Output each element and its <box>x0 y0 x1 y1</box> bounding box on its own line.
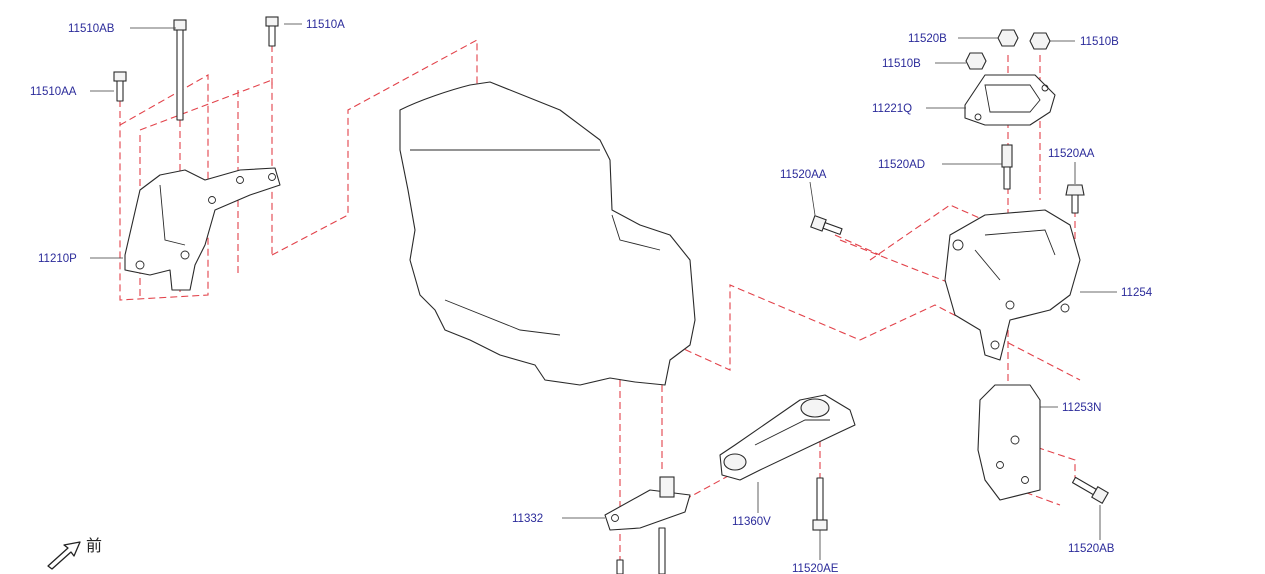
guide-right-mount <box>859 304 1081 381</box>
front-direction-indicator: 前 <box>47 536 102 570</box>
label-11210p: 11210P <box>38 253 77 265</box>
stud-11520ad <box>1001 144 1013 190</box>
front-label: 前 <box>86 536 102 555</box>
label-11520aa-left: 11520AA <box>780 169 827 181</box>
bracket-11253n <box>977 384 1041 501</box>
part-labels: 11510AB 11510A 11510AA 11210P 11520B 115… <box>30 19 1153 574</box>
insulator-11221q <box>964 74 1056 126</box>
guide-11520aa-l <box>834 234 881 256</box>
guide-engine-left <box>271 39 478 256</box>
label-11253n: 11253N <box>1062 402 1101 414</box>
bolt-11520ae <box>812 477 828 531</box>
label-11510b-left: 11510B <box>882 58 921 70</box>
label-11520aa-right: 11520AA <box>1048 148 1095 160</box>
nut-11510b-right <box>1029 32 1051 50</box>
label-11360v: 11360V <box>732 516 771 528</box>
guide-11253n <box>984 429 1076 480</box>
guide-engine-lower <box>674 284 861 371</box>
left-mount-bracket <box>124 167 281 291</box>
label-11510aa: 11510AA <box>30 86 77 98</box>
bracket-11254 <box>944 209 1081 361</box>
torque-rod-11360v <box>719 394 856 481</box>
guide-left-frame-2 <box>139 79 273 255</box>
bolt-11520ab-bottom <box>1071 476 1109 504</box>
label-11520b: 11520B <box>908 33 947 45</box>
label-11510a: 11510A <box>306 19 345 31</box>
bolt-11510ab-top <box>173 19 187 121</box>
label-11254: 11254 <box>1121 287 1153 299</box>
bracket-11332 <box>604 476 691 574</box>
nut-11510b-left <box>965 52 987 70</box>
label-11520ae: 11520AE <box>792 563 839 574</box>
engine-detail-2 <box>611 214 661 251</box>
bolt-11520aa-left <box>810 214 843 235</box>
bolt-11520aa-right <box>1065 184 1085 214</box>
label-11520ad: 11520AD <box>878 159 925 171</box>
label-11221q: 11221Q <box>872 103 912 115</box>
label-11332: 11332 <box>512 513 543 525</box>
label-11510b-right: 11510B <box>1080 36 1119 48</box>
label-11520ab-bottom: 11520AB <box>1068 543 1115 555</box>
label-11510ab-top: 11510AB <box>68 23 115 35</box>
front-arrow-icon <box>47 541 81 570</box>
guide-11253n-b <box>1004 484 1061 506</box>
bolt-11510aa <box>113 71 127 102</box>
bolt-11510a <box>265 16 279 47</box>
engine-detail-3 <box>444 299 561 336</box>
nut-11520b <box>997 29 1019 47</box>
engine-block <box>399 81 696 386</box>
leader-lines <box>90 23 1117 560</box>
